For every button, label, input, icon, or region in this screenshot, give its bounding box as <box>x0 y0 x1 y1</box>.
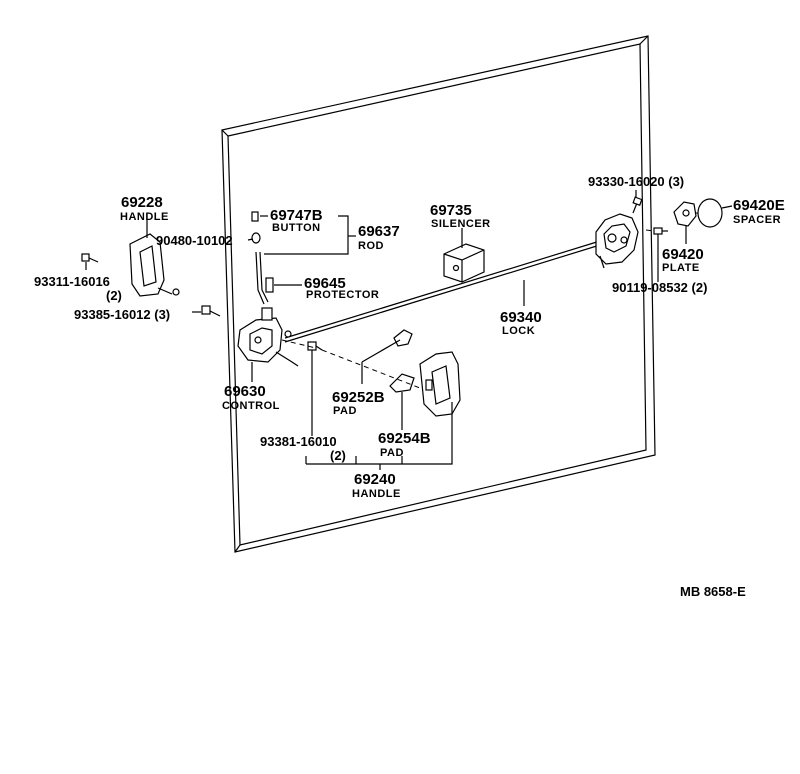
callout-screw-93330: 93330-16020 (3) <box>588 174 684 189</box>
control-part <box>237 307 299 367</box>
part-number: 69340 <box>500 309 542 326</box>
callout-lock-69340: 69340 LOCK <box>500 309 542 337</box>
part-number: 69735 <box>430 202 472 219</box>
part-number: 93330-16020 (3) <box>588 174 684 189</box>
door-panel <box>221 35 656 553</box>
part-name: BUTTON <box>272 222 321 234</box>
callout-handle-69240: 69240 HANDLE <box>352 471 401 500</box>
part-number: 69645 <box>304 275 346 292</box>
door-lock-assembly <box>595 213 639 269</box>
inside-handle-part <box>129 233 180 297</box>
callout-screw-93385: 93385-16012 (3) <box>74 307 170 322</box>
screw-93385-part <box>201 305 221 317</box>
callout-screw-93381: 93381-16010 (2) <box>260 434 346 463</box>
callout-protector-69645: 69645 PROTECTOR <box>304 275 379 301</box>
part-name: LOCK <box>502 325 535 337</box>
callout-plate-69420: 69420 PLATE <box>662 246 704 274</box>
part-name: HANDLE <box>352 488 401 500</box>
pad-69252b-part <box>393 329 413 347</box>
part-name: PROTECTOR <box>306 289 379 301</box>
part-number: 69240 <box>354 471 396 488</box>
part-name: PLATE <box>662 262 700 274</box>
part-name: CONTROL <box>222 400 280 412</box>
protector-part <box>265 277 274 293</box>
spacer-part <box>697 198 723 228</box>
callout-clip-90480: 90480-10102 <box>156 233 233 248</box>
callout-silencer-69735: 69735 SILENCER <box>430 202 491 230</box>
callout-spacer-69420e: 69420E SPACER <box>733 197 785 226</box>
bolt-93311-part <box>81 253 99 263</box>
lock-button-part <box>251 211 269 305</box>
lock-rod <box>284 240 601 343</box>
callout-bolt-93311: 93311-16016 (2) <box>34 274 122 303</box>
part-name: HANDLE <box>120 211 169 223</box>
part-number: 69637 <box>358 223 400 240</box>
part-number: 69252B <box>332 389 385 406</box>
callout-screw-90119: 90119-08532 (2) <box>612 280 707 295</box>
part-number: 69228 <box>121 194 163 211</box>
part-number: 69420E <box>733 197 785 214</box>
callout-button-69747b: 69747B BUTTON <box>270 207 323 234</box>
part-name: SILENCER <box>431 218 491 230</box>
callout-rod-69637: 69637 ROD <box>358 223 400 252</box>
part-name: ROD <box>358 240 384 252</box>
part-number: 93381-16010 <box>260 434 337 449</box>
part-number: 90480-10102 <box>156 233 233 248</box>
part-number: 69254B <box>378 430 431 447</box>
part-number: 90119-08532 (2) <box>612 280 707 295</box>
part-name: PAD <box>380 447 404 459</box>
part-number: 93385-16012 (3) <box>74 307 170 322</box>
callout-pad-69254b: 69254B PAD <box>378 430 431 459</box>
pad-69254b-part <box>389 373 415 393</box>
callout-handle-69228: 69228 HANDLE <box>120 194 169 223</box>
plate-part <box>673 201 697 232</box>
screw-93330-part <box>632 196 643 214</box>
assembly-guides <box>281 212 698 389</box>
outside-handle-part <box>419 351 461 417</box>
callout-control-69630: 69630 CONTROL <box>222 383 280 412</box>
part-qty: (2) <box>106 288 122 303</box>
leader-lines <box>85 190 733 470</box>
silencer-part <box>443 243 485 283</box>
part-number: 69420 <box>662 246 704 263</box>
part-name: SPACER <box>733 214 781 226</box>
callout-pad-69252b: 69252B PAD <box>332 389 385 417</box>
part-number: 69630 <box>224 383 266 400</box>
part-number: 93311-16016 <box>34 274 110 289</box>
screw-90119-part <box>653 227 668 235</box>
part-name: PAD <box>333 405 357 417</box>
part-qty: (2) <box>330 448 346 463</box>
part-number: 69747B <box>270 207 323 224</box>
diagram-reference: MB 8658-E <box>680 584 746 599</box>
